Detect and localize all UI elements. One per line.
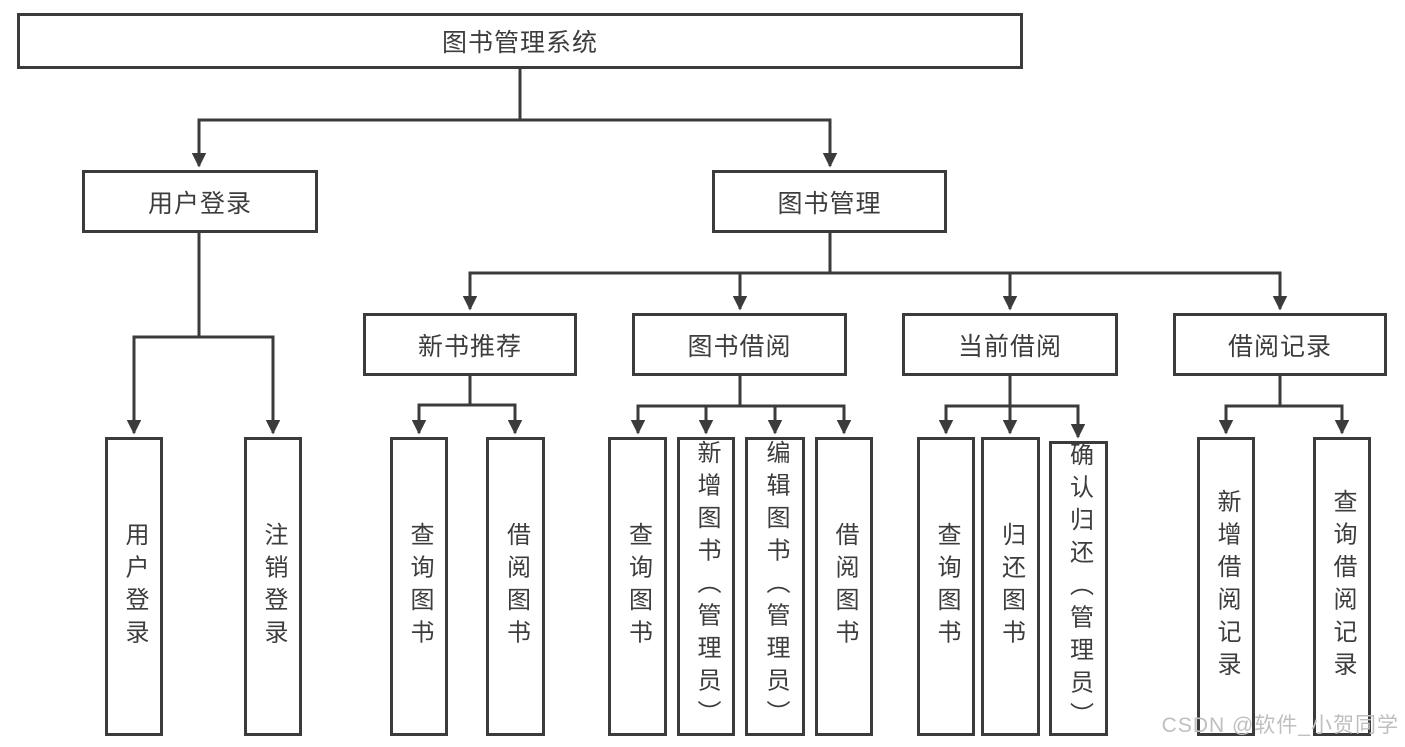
node-label: 查询图书 <box>933 521 960 652</box>
node-book-management: 图书管理 <box>712 170 947 233</box>
leaf-add-book-admin: 新增图书（管理员） <box>677 437 735 736</box>
leaf-query-books-current: 查询图书 <box>917 437 975 736</box>
node-new-book-recommend: 新书推荐 <box>363 313 577 376</box>
node-label: 图书管理系统 <box>441 29 598 57</box>
leaf-borrow-books: 借阅图书 <box>815 437 873 736</box>
leaf-add-borrow-record: 新增借阅记录 <box>1197 437 1255 736</box>
leaf-confirm-return-admin: 确认归还（管理员） <box>1049 441 1108 736</box>
node-label: 查询图书 <box>406 521 433 652</box>
node-label: 借阅图书 <box>502 521 530 652</box>
leaf-return-book: 归还图书 <box>981 437 1040 736</box>
node-label: 新增图书（管理员） <box>693 440 720 733</box>
node-label: 查询借阅记录 <box>1329 489 1356 684</box>
node-label: 确认归还（管理员） <box>1065 442 1093 735</box>
node-label: 借阅记录 <box>1227 332 1332 361</box>
node-library-management-system: 图书管理系统 <box>17 13 1023 69</box>
node-borrow-records: 借阅记录 <box>1173 313 1387 376</box>
leaf-logout-action: 注销登录 <box>244 437 302 736</box>
node-label: 查询图书 <box>624 521 652 652</box>
node-user-login: 用户登录 <box>82 170 318 233</box>
leaf-borrow-books-recommend: 借阅图书 <box>486 437 545 736</box>
node-label: 用户登录 <box>147 189 252 218</box>
node-label: 注销登录 <box>260 521 287 652</box>
node-label: 借阅图书 <box>831 521 858 652</box>
node-label: 新增借阅记录 <box>1213 489 1240 684</box>
leaf-edit-book-admin: 编辑图书（管理员） <box>745 437 805 736</box>
node-label: 归还图书 <box>997 521 1025 652</box>
csdn-watermark: CSDN @软件_小贺同学 <box>1161 714 1399 737</box>
node-current-borrow: 当前借阅 <box>902 313 1118 376</box>
leaf-user-login-action: 用户登录 <box>105 437 163 736</box>
node-book-borrow: 图书借阅 <box>632 313 847 376</box>
node-label: 当前借阅 <box>957 332 1062 361</box>
node-label: 图书管理 <box>777 189 882 218</box>
node-label: 编辑图书（管理员） <box>762 440 789 733</box>
node-label: 图书借阅 <box>687 332 792 361</box>
leaf-query-borrow-record: 查询借阅记录 <box>1313 437 1371 736</box>
node-label: 用户登录 <box>121 521 148 652</box>
leaf-query-books-borrow: 查询图书 <box>608 437 667 736</box>
leaf-query-books-recommend: 查询图书 <box>390 437 448 736</box>
node-label: 新书推荐 <box>417 332 522 361</box>
